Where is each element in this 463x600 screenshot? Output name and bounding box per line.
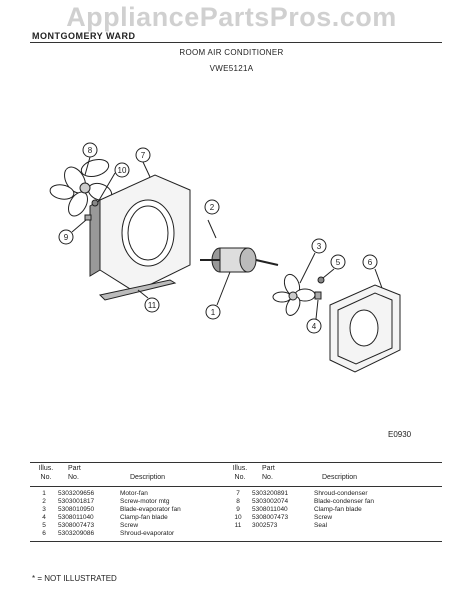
brand-name: MONTGOMERY WARD [32,31,136,41]
evaporator-shroud [329,284,401,373]
callout-10: 10 [97,162,130,203]
col-header-illus: Illus.No. [38,465,54,481]
callout-7: 7 [135,147,151,178]
table-bottom-rule [30,541,442,542]
col-header-description: Description [130,474,166,481]
condenser-fan-blade [49,158,113,217]
screw [91,199,99,207]
evaporator-screw [317,276,325,284]
col-header-illus-right: Illus.No. [232,465,248,481]
svg-text:9: 9 [64,233,69,242]
callout-11: 11 [137,289,160,313]
callout-5: 5 [322,254,346,279]
evaporator-clamp [314,291,322,300]
table-header-rule-right [224,486,442,487]
callout-6: 6 [362,254,383,289]
svg-text:6: 6 [368,258,373,267]
svg-text:5: 5 [336,258,341,267]
watermark: AppliancePartsPros.com [66,2,397,32]
fan-motor [200,247,279,273]
figure-code: E0930 [388,430,412,439]
svg-text:10: 10 [118,166,127,175]
page-title: ROOM AIR CONDITIONER [179,48,284,57]
footnote: * = NOT ILLUSTRATED [32,574,117,583]
svg-text:4: 4 [312,322,317,331]
table-top-rule [30,462,442,463]
condenser-shroud [89,174,191,293]
exploded-parts-diagram: 8 7 10 9 2 11 1 3 5 6 4 [49,142,401,373]
svg-text:3: 3 [317,242,322,251]
table-header-rule-left [30,486,230,487]
callout-3: 3 [299,238,327,284]
callout-2: 2 [204,199,220,215]
clamp [84,214,92,221]
model-number: VWE5121A [209,64,254,73]
header-rule [30,42,442,43]
callout-1: 1 [205,271,231,320]
svg-text:8: 8 [88,146,93,155]
evaporator-fan-blade [272,273,316,316]
svg-text:11: 11 [148,301,157,310]
svg-text:2: 2 [210,203,215,212]
callout-9: 9 [58,219,87,245]
motor-screw [207,219,217,239]
callout-8: 8 [82,142,98,176]
col-header-description-right: Description [322,474,358,481]
svg-text:7: 7 [141,151,146,160]
seal [98,279,177,301]
callout-4: 4 [306,299,322,334]
svg-text:1: 1 [211,308,216,317]
